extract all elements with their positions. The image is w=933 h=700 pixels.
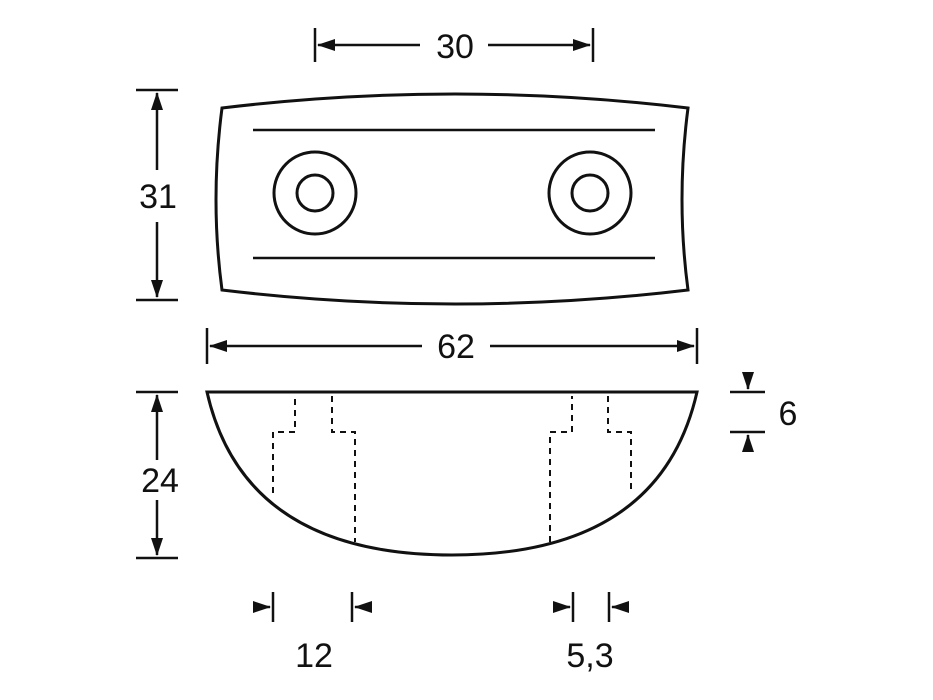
dim-5-3-label: 5,3: [566, 637, 613, 675]
dim-6-lines: [730, 372, 765, 452]
dim-24-label: 24: [141, 462, 179, 500]
side-view-outline: [205, 390, 699, 557]
left-hidden-bore: [272, 396, 356, 542]
dim-30-label: 30: [436, 28, 474, 66]
dim-24-lines: [136, 390, 178, 560]
top-view-outline: [214, 92, 690, 306]
dim-30-lines: [313, 28, 595, 62]
side-view: [205, 390, 699, 557]
left-counterbore-outer: [272, 150, 358, 236]
right-hole-inner: [570, 173, 610, 213]
left-hole-inner: [295, 173, 335, 213]
dim-12-lines: [253, 592, 372, 622]
dim-62-lines: [205, 328, 699, 364]
right-counterbore-outer: [547, 150, 633, 236]
dim-12-label: 12: [295, 637, 333, 675]
dim-5-3-lines: [553, 592, 629, 622]
dim-6-label: 6: [779, 395, 798, 433]
dim-31-label: 31: [139, 178, 177, 216]
top-view: [214, 92, 690, 306]
dim-31-lines: [136, 88, 178, 302]
dim-62-label: 62: [437, 328, 475, 366]
right-hidden-bore: [549, 396, 632, 542]
